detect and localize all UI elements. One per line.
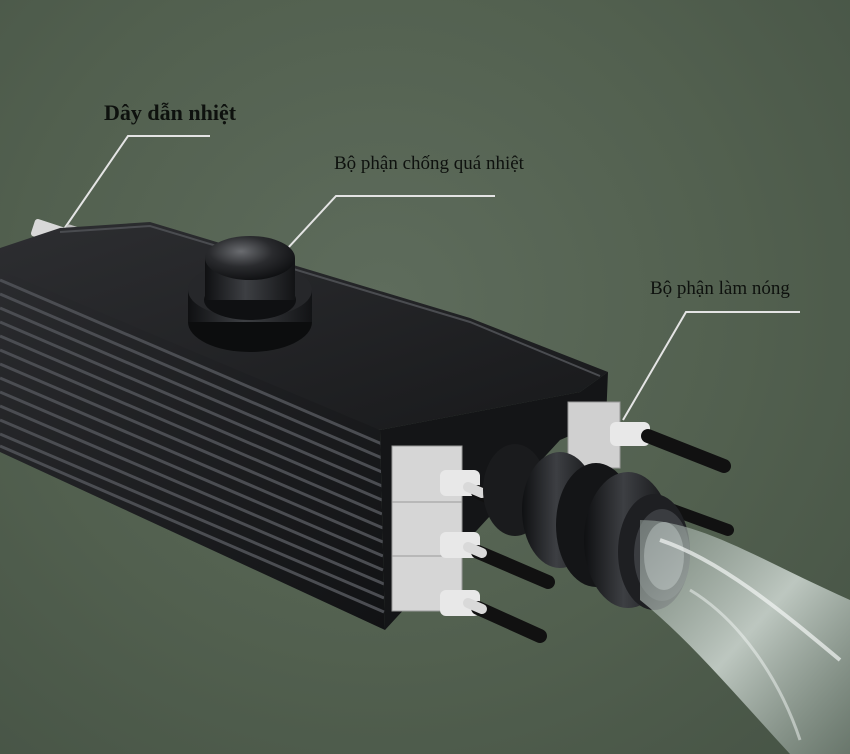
terminal-block-front xyxy=(391,445,480,616)
label-overheat-protector: Bộ phận chống quá nhiệt xyxy=(334,153,524,174)
cooling-fins xyxy=(0,278,385,614)
label-heating-element: Bộ phận làm nóng xyxy=(650,278,790,299)
leader-line-wire xyxy=(61,135,210,233)
overheat-protector-icon xyxy=(188,236,312,352)
leader-line-heater xyxy=(622,311,800,421)
leader-line-overheat xyxy=(274,195,495,263)
leader-lines xyxy=(61,135,800,421)
housing-fins xyxy=(0,270,385,630)
label-heat-wire: Dây dẫn nhiệt xyxy=(104,100,237,125)
